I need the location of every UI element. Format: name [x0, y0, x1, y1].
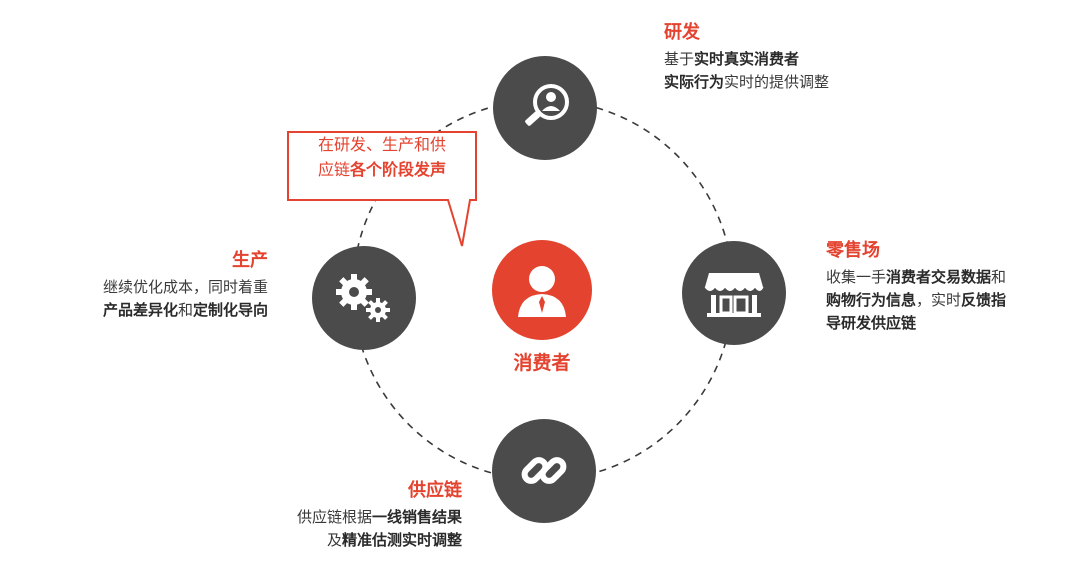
rnd-line1-plain: 基于 [664, 50, 695, 68]
callout-line2-bold: 各个阶段发声 [350, 160, 447, 179]
callout-text: 在研发、生产和供 应链各个阶段发声 [288, 132, 476, 182]
supply-text: 供应链 供应链根据一线销售结果 及精准估测实时调整 [244, 480, 462, 552]
production-line2-bold-b: 定制化导向 [192, 301, 268, 319]
retail-line1-bold: 消费者交易数据 [886, 268, 992, 286]
supply-line1-bold: 一线销售结果 [371, 508, 462, 526]
gears-icon [336, 274, 390, 322]
production-title: 生产 [232, 250, 268, 271]
production-node [312, 246, 416, 350]
supply-line2-plain: 及 [326, 531, 342, 549]
retail-title: 零售场 [826, 240, 880, 261]
consumer-node [492, 240, 592, 340]
retail-line1-plain-b: 和 [991, 268, 1007, 286]
center-label: 消费者 [513, 352, 571, 374]
rnd-text: 研发 基于实时真实消费者 实际行为实时的提供调整 [664, 22, 829, 94]
production-line2-bold-a: 产品差异化 [102, 301, 178, 319]
retail-line3-bold: 导研发供应链 [826, 314, 917, 332]
retail-text: 零售场 收集一手消费者交易数据和 购物行为信息，实时反馈指 导研发供应链 [826, 240, 1006, 335]
rnd-line2-bold: 实际行为 [664, 73, 725, 91]
callout-line1: 在研发、生产和供 [317, 135, 446, 154]
retail-line2-plain: ，实时 [916, 291, 962, 309]
production-line1: 继续优化成本，同时着重 [102, 278, 268, 296]
production-line2-plain: 和 [177, 301, 193, 319]
supply-line2-bold: 精准估测实时调整 [341, 531, 462, 549]
chain-link-icon [521, 457, 567, 484]
retail-line2-bold-b: 反馈指 [961, 291, 1007, 309]
rnd-line2-plain: 实时的提供调整 [724, 73, 830, 91]
storefront-icon [704, 273, 764, 317]
retail-node [682, 241, 786, 345]
rnd-line1-bold: 实时真实消费者 [694, 50, 800, 68]
rnd-node [493, 56, 597, 160]
supply-title: 供应链 [408, 480, 462, 501]
supply-node [492, 419, 596, 523]
production-text: 生产 继续优化成本，同时着重 产品差异化和定制化导向 [50, 250, 268, 322]
callout-line2-plain: 应链 [317, 160, 350, 179]
consumer-person-icon [518, 266, 566, 317]
rnd-title: 研发 [664, 22, 700, 43]
supply-line1-plain: 供应链根据 [296, 508, 372, 526]
retail-line2-bold-a: 购物行为信息 [826, 291, 917, 309]
callout-bubble [287, 131, 477, 247]
search-person-icon [525, 84, 569, 126]
retail-line1-plain-a: 收集一手 [826, 268, 887, 286]
